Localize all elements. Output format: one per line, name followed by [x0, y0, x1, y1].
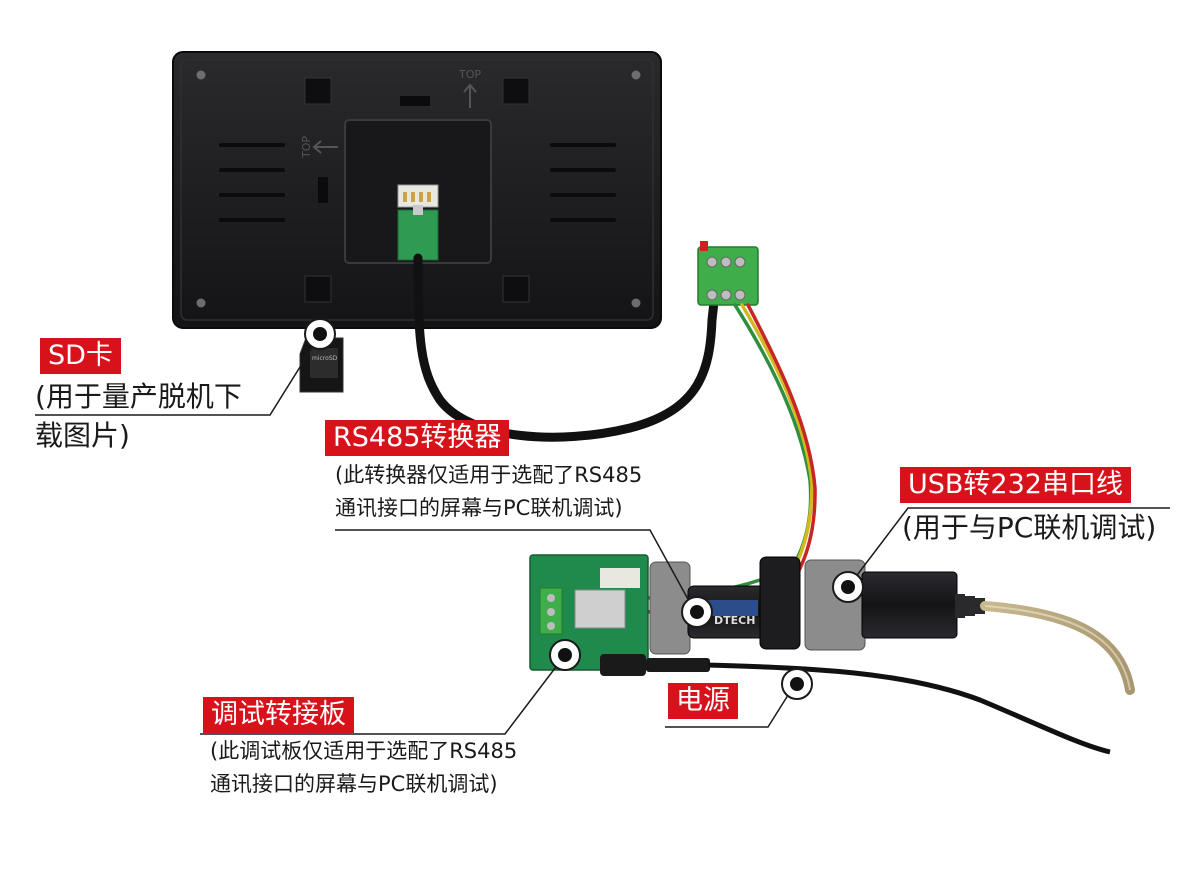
usb-232-cable-title: USB转232串口线 [900, 467, 1131, 503]
marker-dots [304, 318, 864, 700]
marker-dot-icon [832, 571, 864, 603]
rs485-converter-title: RS485转换器 [325, 420, 510, 456]
rs485-converter-desc-line-2: 通讯接口的屏幕与PC联机调试) [335, 496, 623, 520]
marker-dot-icon [681, 596, 713, 628]
screw-icon [196, 298, 206, 308]
rs485-leader [335, 529, 696, 613]
hmi-panel-rear: TOP TOP [172, 51, 662, 329]
top-marker: TOP [458, 68, 481, 81]
marker-dot-icon [781, 668, 813, 700]
sd-card-desc-line-2: 载图片) [35, 419, 130, 452]
marker-dot-icon [549, 639, 581, 671]
panel-cable [413, 253, 719, 442]
arrow-up-icon [463, 83, 477, 108]
usb-leader [847, 507, 1170, 588]
terminal-connector [697, 241, 759, 306]
svg-text:microSD: microSD [312, 355, 338, 362]
side-top-marker: TOP [300, 136, 313, 159]
debug-adapter-board [529, 554, 649, 671]
leader-lines [35, 334, 1170, 735]
svg-text:DTECH: DTECH [714, 614, 755, 627]
sd-card-desc-line-1: (用于量产脱机下 [35, 380, 242, 413]
debug-adapter-board-title: 调试转接板 [203, 697, 354, 733]
marker-dot-icon [304, 318, 336, 350]
usb-232-cable-desc-line-1: (用于与PC联机调试) [902, 511, 1157, 544]
screw-icon [631, 298, 641, 308]
sd-card-leader [35, 334, 321, 416]
adapter-leader [200, 654, 566, 735]
sd-card-title: SD卡 [40, 338, 121, 374]
sd-card: microSD [299, 337, 344, 393]
debug-adapter-board-desc-line-2: 通讯接口的屏幕与PC联机调试) [210, 772, 498, 796]
rs485-converter-desc-line-1: (此转换器仅适用于选配了RS485 [335, 463, 643, 487]
arrow-left-icon [312, 140, 338, 154]
power-title: 电源 [668, 683, 738, 719]
debug-adapter-board-desc-line-1: (此调试板仅适用于选配了RS485 [210, 739, 518, 763]
power-leader [665, 683, 796, 728]
screw-icon [196, 70, 206, 80]
screw-icon [631, 70, 641, 80]
power-cable [600, 654, 1111, 755]
